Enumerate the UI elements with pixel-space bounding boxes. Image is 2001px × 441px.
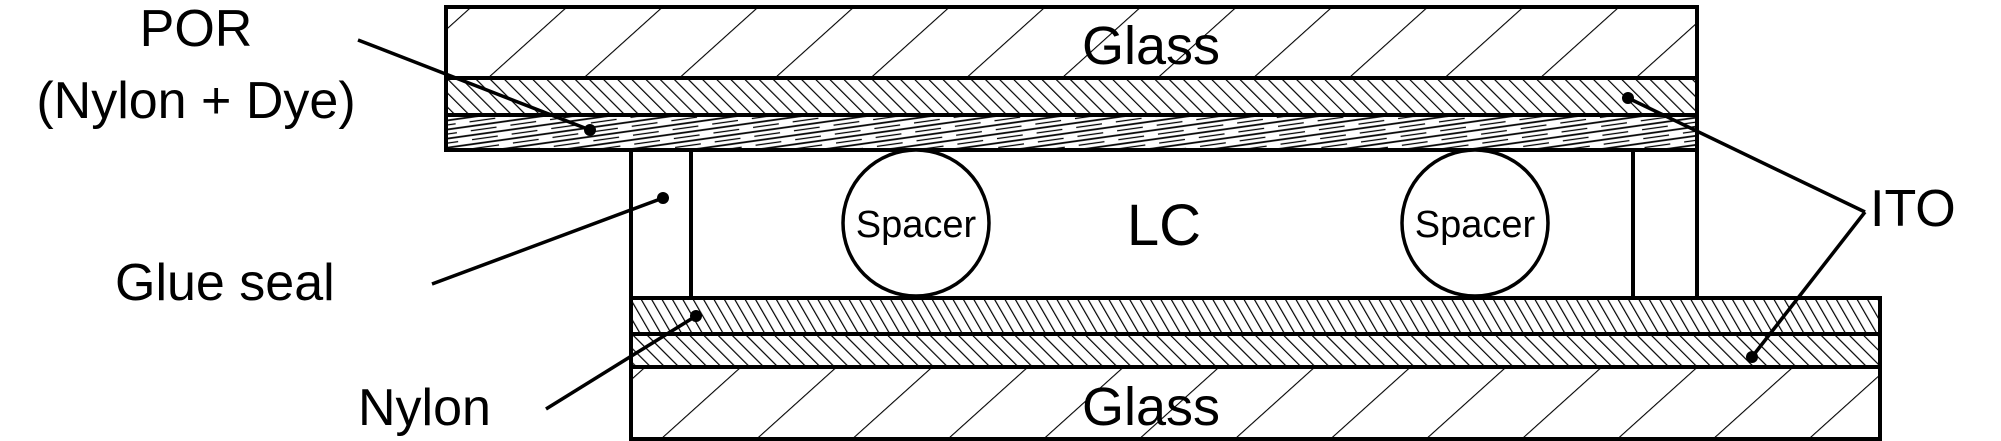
bottom-ito-layer — [631, 334, 1880, 369]
glass-bottom-label: Glass — [1082, 377, 1220, 437]
ito-top-leader — [1622, 92, 1866, 214]
spacer-left — [841, 148, 991, 298]
ito-label: ITO — [1870, 180, 1956, 238]
spacer-left-label: Spacer — [856, 204, 977, 246]
nylon-label: Nylon — [358, 379, 491, 437]
glue-seal-left — [629, 148, 693, 300]
top-ito-layer — [446, 76, 1697, 115]
por-layer — [446, 113, 1697, 150]
spacer-right — [1400, 148, 1550, 298]
glass-top-label: Glass — [1082, 16, 1220, 76]
nylon-leader — [545, 310, 702, 411]
lc-label: LC — [1127, 193, 1201, 258]
glue-seal-label: Glue seal — [115, 254, 335, 312]
glue-seal-leader — [431, 192, 669, 286]
bottom-glass-substrate — [629, 296, 1882, 441]
glue-seal-right — [1631, 148, 1699, 300]
por-label-line2: (Nylon + Dye) — [36, 72, 355, 130]
por-leader — [357, 38, 596, 136]
bottom-nylon-layer — [631, 298, 1880, 336]
por-label-line1: POR — [140, 0, 253, 58]
ito-bottom-leader — [1746, 210, 1867, 363]
spacer-right-label: Spacer — [1415, 204, 1536, 246]
